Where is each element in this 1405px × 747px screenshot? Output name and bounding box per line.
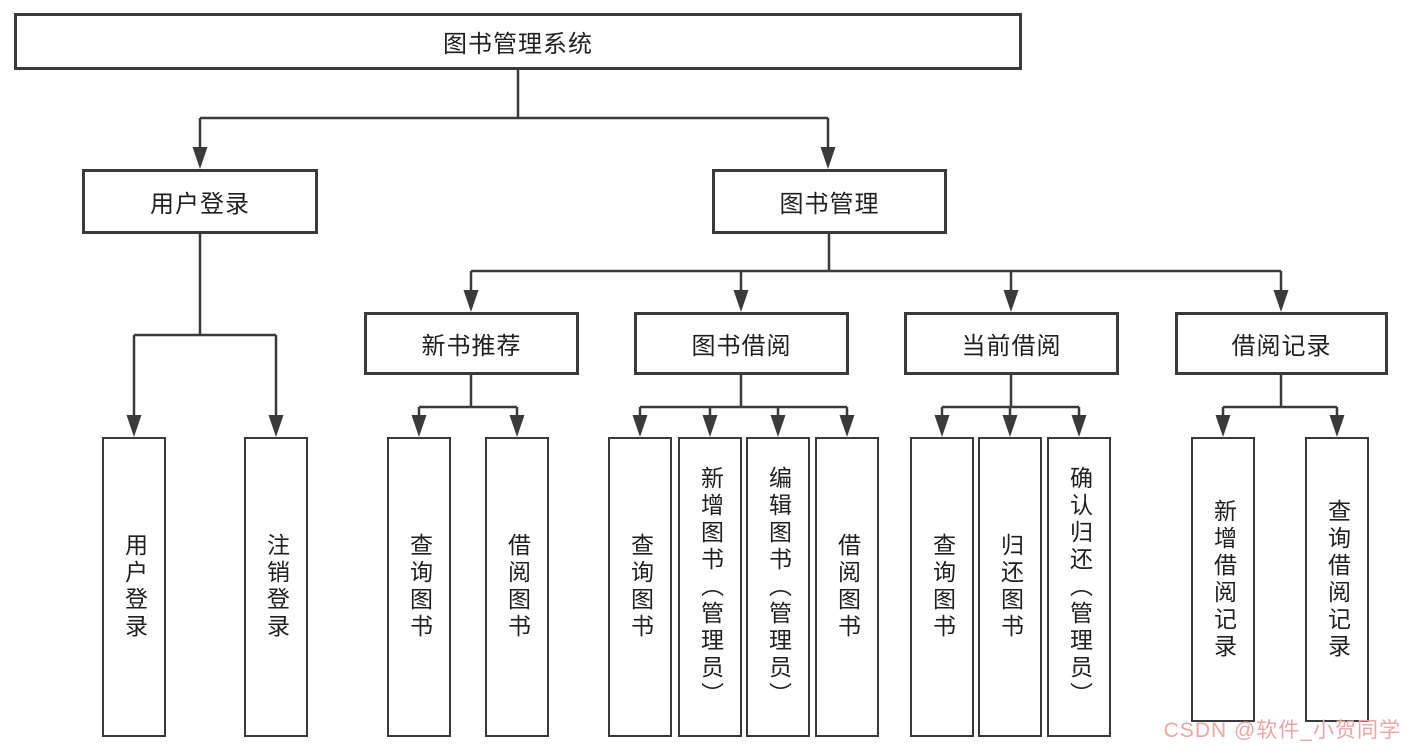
node-label: 新增借阅记录 (1210, 498, 1237, 661)
arrowhead (1215, 415, 1231, 437)
node-label: 用户登录 (150, 191, 250, 218)
arrowhead (1329, 415, 1345, 437)
node-label: 图书管理系统 (443, 31, 593, 58)
leaf-add-borrow-record: 新增借阅记录 (1191, 437, 1255, 722)
node-label: 确认归还（管理员） (1066, 465, 1093, 709)
leaf-borrow-books: 借阅图书 (485, 437, 549, 737)
node-label: 当前借阅 (961, 333, 1062, 360)
node-label: 归还图书 (997, 533, 1024, 641)
node-label: 新书推荐 (421, 333, 522, 360)
leaf-edit-books-admin: 编辑图书（管理员） (746, 437, 810, 737)
arrowhead (770, 415, 786, 437)
node-label: 查询图书 (406, 533, 433, 641)
node-book-borrowing: 图书借阅 (634, 312, 849, 375)
node-root-library-system: 图书管理系统 (14, 13, 1022, 70)
arrowhead (733, 290, 749, 312)
node-label: 图书借阅 (691, 333, 792, 360)
arrowhead (839, 415, 855, 437)
node-borrowing-records: 借阅记录 (1175, 312, 1388, 375)
node-label: 查询图书 (929, 533, 956, 641)
leaf-add-books-admin: 新增图书（管理员） (678, 437, 742, 737)
arrowhead (1273, 290, 1289, 312)
node-label: 用户登录 (121, 533, 148, 641)
arrowhead (632, 415, 648, 437)
arrowhead (509, 415, 525, 437)
leaf-borrow-books: 借阅图书 (815, 437, 879, 737)
arrowhead (1003, 290, 1019, 312)
node-label: 借阅记录 (1231, 333, 1332, 360)
node-label: 借阅图书 (834, 533, 861, 641)
arrowhead (126, 415, 142, 437)
node-label: 图书管理 (779, 191, 880, 218)
leaf-confirm-return-admin: 确认归还（管理员） (1047, 437, 1111, 737)
arrowhead (1071, 415, 1087, 437)
leaf-return-books: 归还图书 (978, 437, 1042, 737)
node-label: 编辑图书（管理员） (765, 465, 792, 709)
arrowhead (934, 415, 950, 437)
node-label: 查询图书 (627, 533, 654, 641)
arrowhead (702, 415, 718, 437)
leaf-user-login: 用户登录 (102, 437, 166, 737)
node-label: 新增图书（管理员） (697, 465, 724, 709)
csdn-watermark: CSDN @软件_小贺同学 (1163, 719, 1401, 742)
node-user-login: 用户登录 (82, 169, 318, 234)
leaf-logout: 注销登录 (244, 437, 308, 737)
arrowhead (820, 147, 836, 169)
arrowhead (1002, 415, 1018, 437)
node-new-book-recommend: 新书推荐 (364, 312, 579, 375)
leaf-query-borrow-record: 查询借阅记录 (1305, 437, 1369, 722)
leaf-query-books: 查询图书 (608, 437, 672, 737)
arrowhead (192, 147, 208, 169)
node-book-management: 图书管理 (712, 169, 947, 234)
arrowhead (268, 415, 284, 437)
node-current-borrowing: 当前借阅 (904, 312, 1119, 375)
arrowhead (411, 415, 427, 437)
arrowhead (463, 290, 479, 312)
node-label: 查询借阅记录 (1324, 498, 1351, 661)
node-label: 借阅图书 (504, 533, 531, 641)
leaf-query-books: 查询图书 (387, 437, 451, 737)
leaf-query-books: 查询图书 (910, 437, 974, 737)
node-label: 注销登录 (263, 533, 290, 641)
